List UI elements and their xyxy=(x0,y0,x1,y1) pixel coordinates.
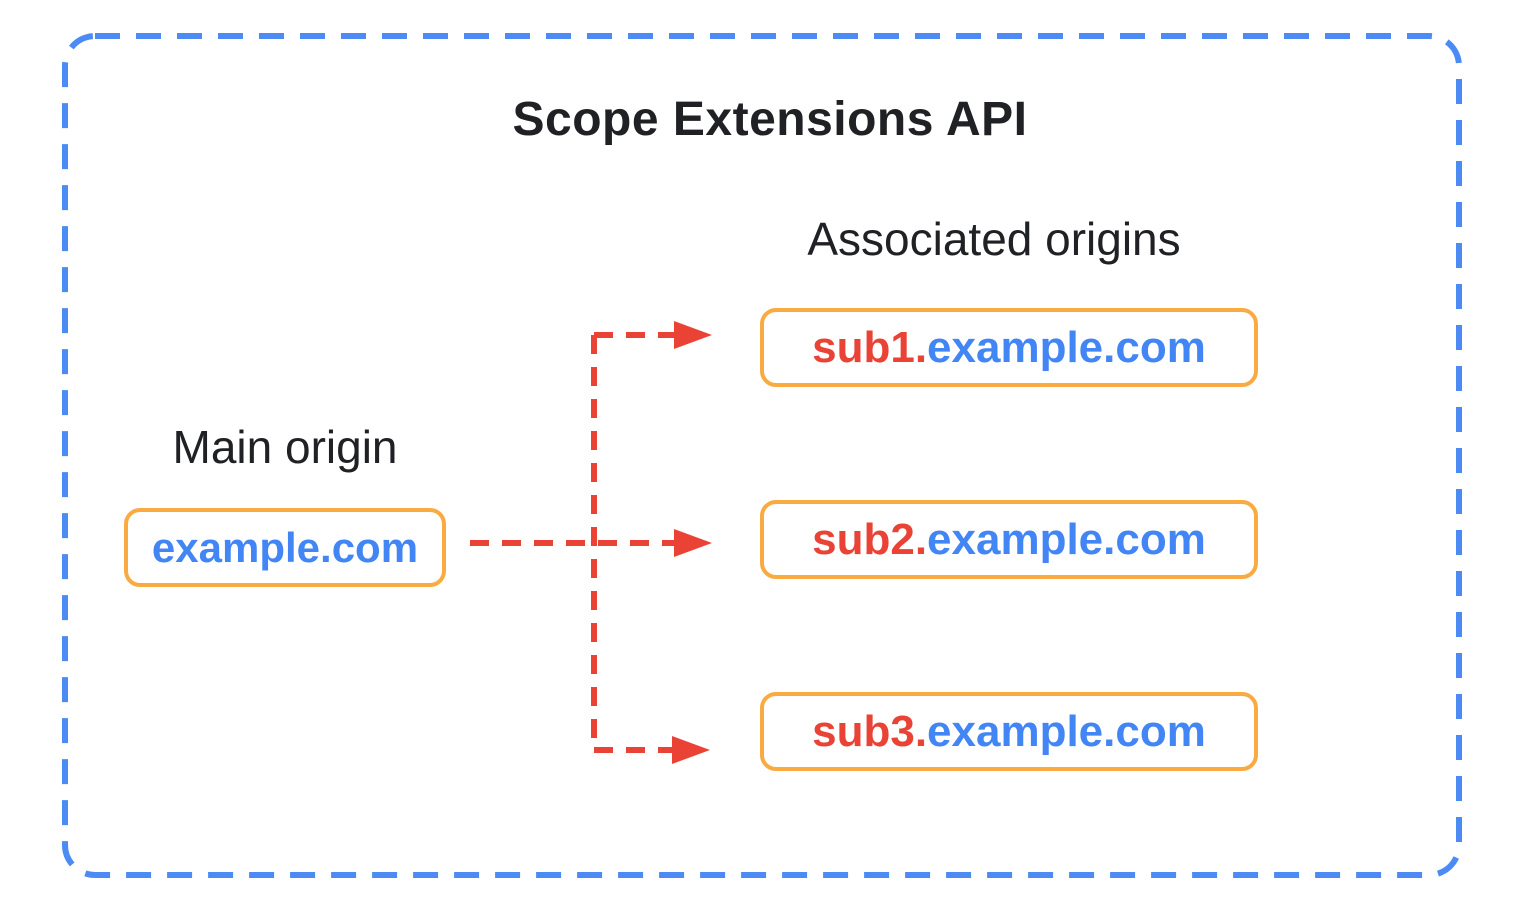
origin-box-sub3: sub3.example.com xyxy=(760,692,1258,771)
sub1-domain: example.com xyxy=(927,322,1206,372)
sub1-subdomain: sub1. xyxy=(812,322,928,372)
diagram-title: Scope Extensions API xyxy=(512,93,1028,146)
origin-box-sub1: sub1.example.com xyxy=(760,308,1258,387)
arrowhead-sub2-icon xyxy=(674,529,712,557)
sub3-subdomain: sub3. xyxy=(812,706,928,756)
main-origin-label: Main origin xyxy=(172,421,398,473)
sub3-domain: example.com xyxy=(927,706,1206,756)
associated-origins-label: Associated origins xyxy=(807,213,1181,265)
sub2-subdomain: sub2. xyxy=(812,514,928,564)
main-origin-box: example.com xyxy=(124,508,446,587)
arrowhead-sub1-icon xyxy=(674,321,712,349)
sub2-domain: example.com xyxy=(927,514,1206,564)
origin-box-sub2: sub2.example.com xyxy=(760,500,1258,579)
arrowhead-sub3-icon xyxy=(672,736,710,764)
main-origin-domain: example.com xyxy=(151,523,419,571)
